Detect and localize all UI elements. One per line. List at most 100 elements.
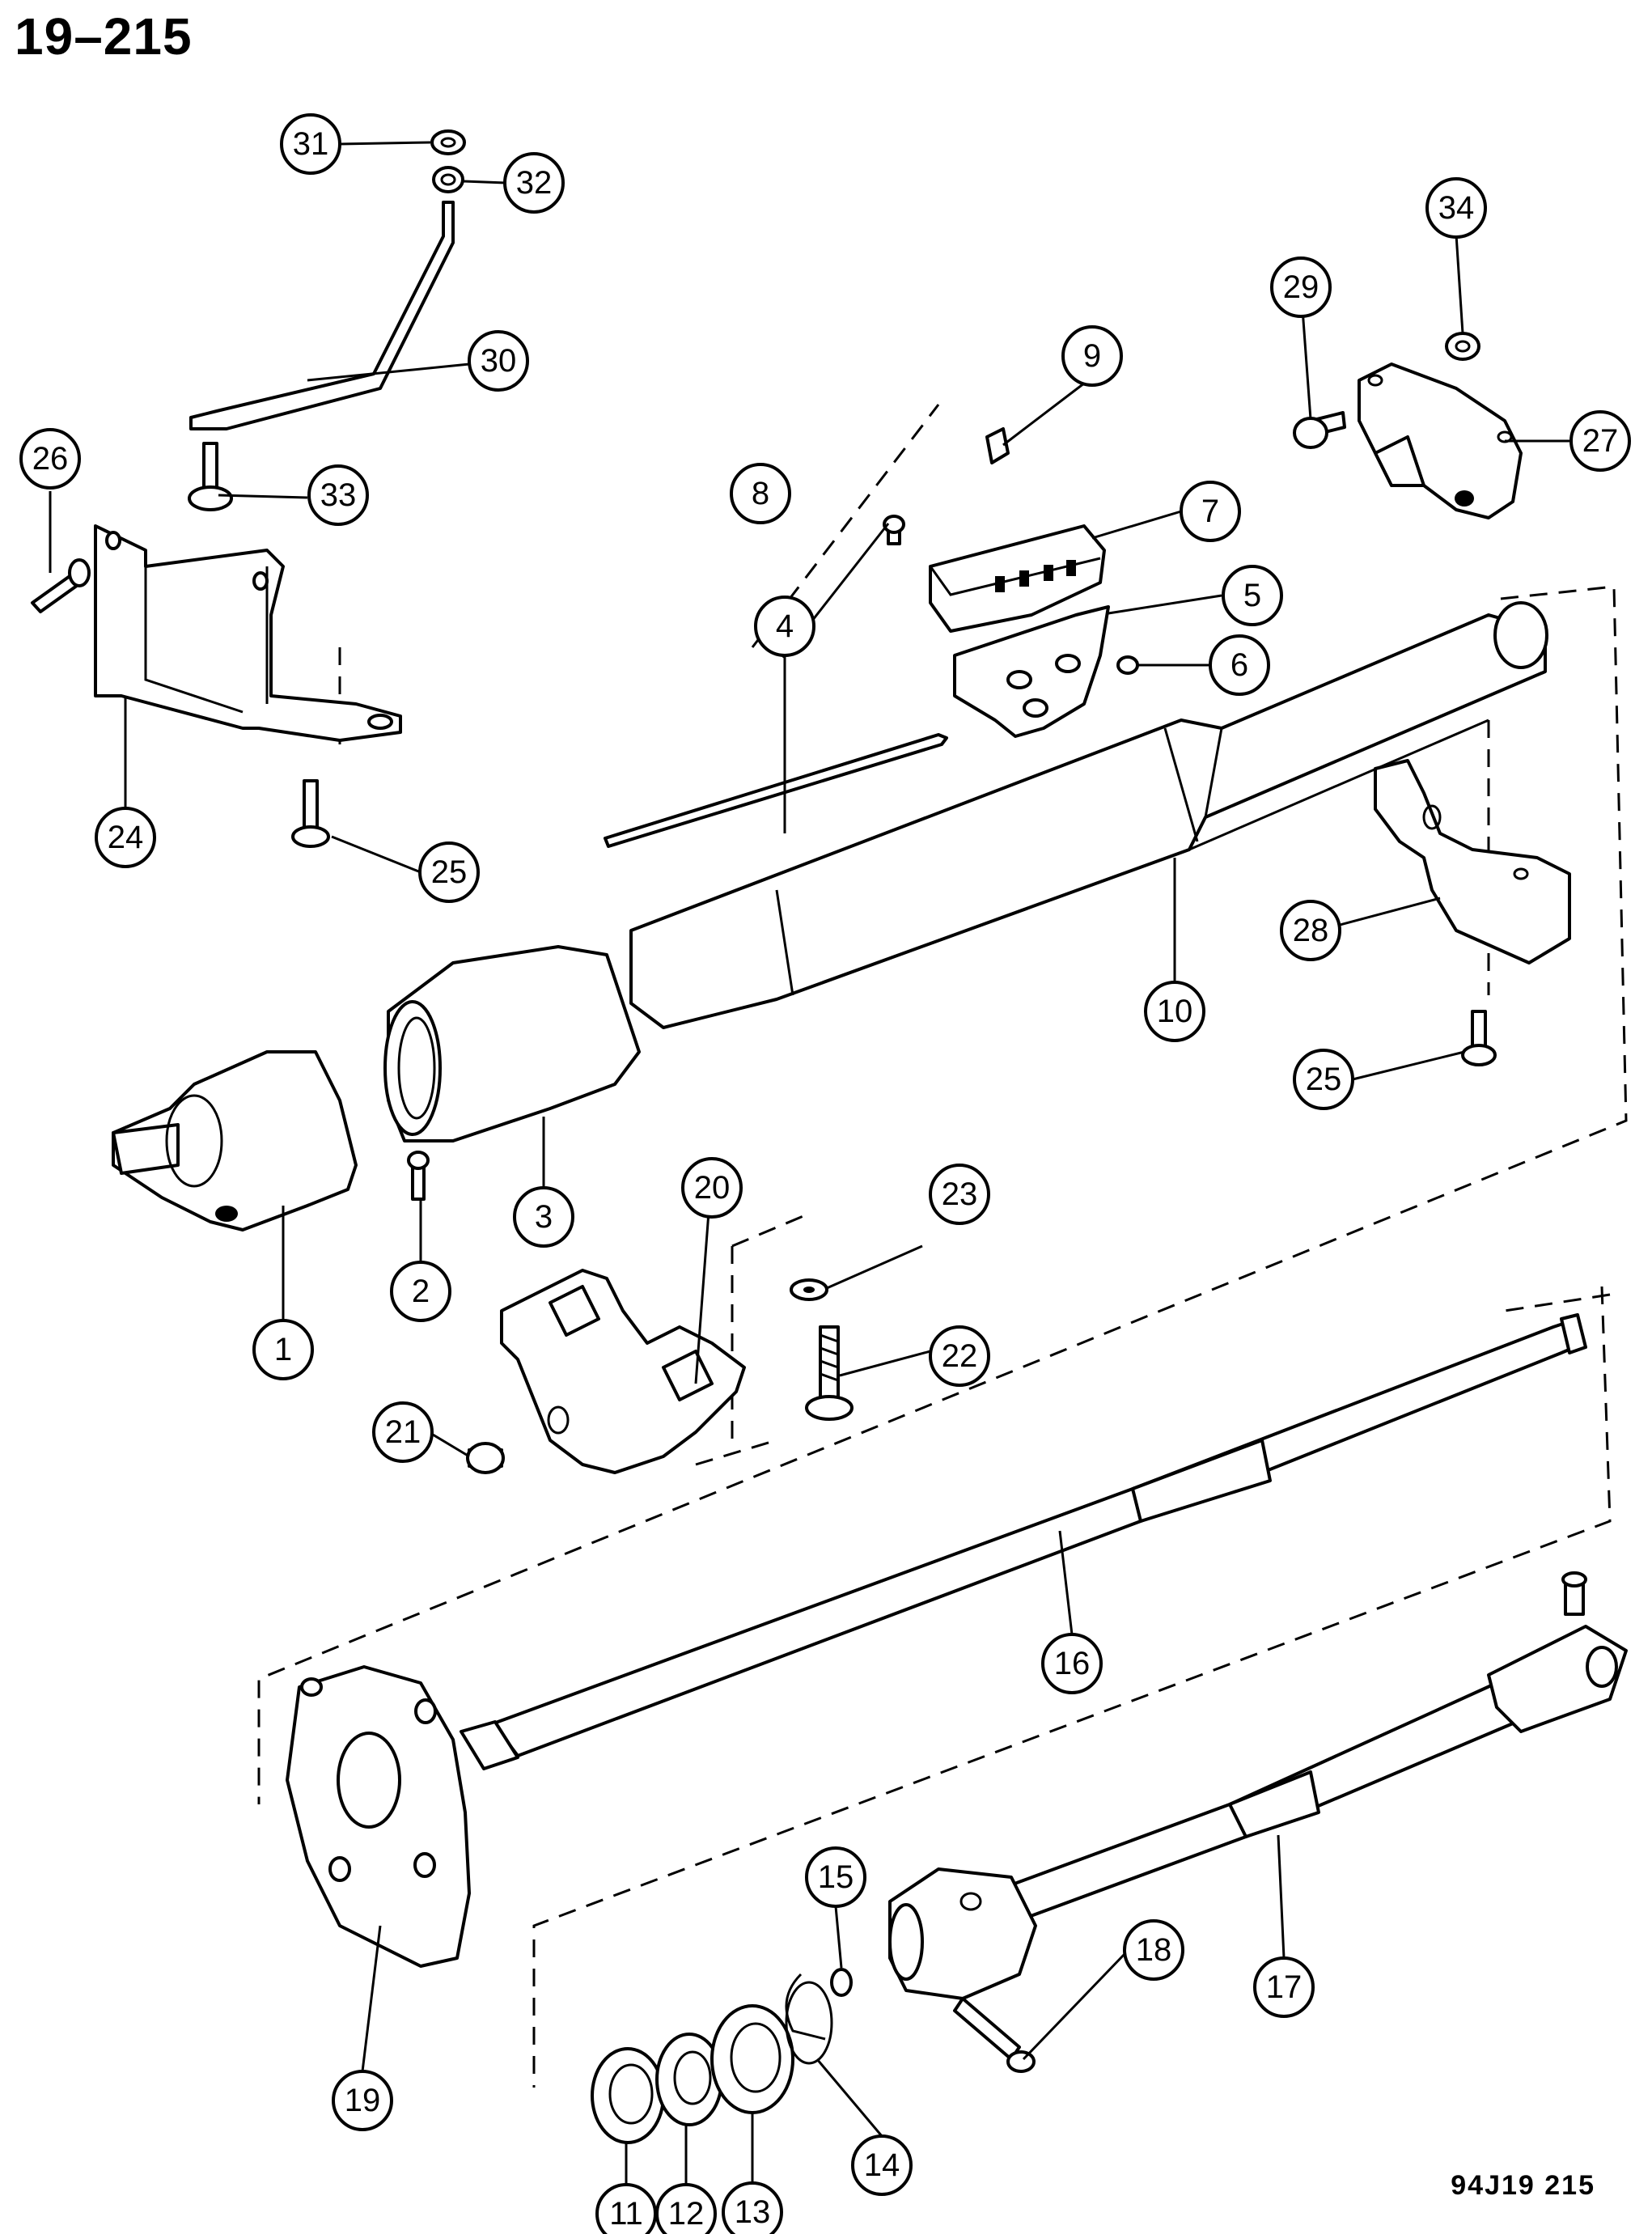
part-10-column-jacket [629,601,1548,1029]
callout-5: 5 [1222,565,1283,626]
callout-22: 22 [929,1325,990,1387]
part-24-bracket [94,524,402,742]
callout-25-left: 25 [418,841,480,903]
callout-34: 34 [1425,177,1487,239]
callout-29-label: 29 [1283,269,1319,305]
callout-20-label: 20 [694,1170,731,1206]
callout-8: 8 [730,463,791,524]
callout-28-label: 28 [1293,913,1329,948]
dashed-boundaries [257,404,1628,2088]
callout-26: 26 [19,428,81,490]
callout-19-label: 19 [345,2083,381,2118]
callout-29: 29 [1270,256,1332,318]
callout-25-right-label: 25 [1306,1062,1342,1097]
callout-21-label: 21 [385,1414,421,1450]
callout-20: 20 [681,1157,743,1219]
callout-1-label: 1 [274,1332,292,1367]
callout-9: 9 [1061,325,1123,387]
callout-23: 23 [929,1164,990,1225]
callout-34-label: 34 [1438,190,1475,226]
leader-lines [49,141,1569,2186]
callout-6: 6 [1209,634,1270,696]
callout-7-label: 7 [1201,494,1219,529]
part-19-plate [286,1665,471,1968]
callout-4: 4 [754,596,815,657]
callout-2: 2 [390,1261,451,1322]
callout-32-label: 32 [516,165,553,201]
callout-33-label: 33 [320,477,357,513]
part-6-nut [1116,655,1139,675]
callout-12-label: 12 [668,2196,705,2232]
callout-27-label: 27 [1582,423,1619,459]
callout-2-label: 2 [412,1274,430,1309]
callout-18: 18 [1123,1919,1184,1981]
callout-25-right: 25 [1293,1049,1354,1110]
part-4-rod [604,733,948,848]
callout-15: 15 [805,1846,866,1908]
callout-13-label: 13 [735,2194,771,2230]
callout-17-label: 17 [1266,1969,1303,2005]
part-31-nut [430,129,466,155]
callout-11: 11 [595,2183,657,2234]
callout-10: 10 [1144,981,1205,1042]
callout-21: 21 [372,1401,434,1463]
callout-9-label: 9 [1083,338,1101,374]
part-27-bracket [1358,362,1523,519]
part-18-bolt [953,1997,1036,2073]
page-number: 19–215 [15,7,193,66]
callout-14-label: 14 [864,2147,900,2183]
callout-4-label: 4 [776,608,794,644]
part-11-nut [591,2047,665,2144]
callout-5-label: 5 [1243,578,1261,613]
callout-30-label: 30 [481,343,517,379]
part-33-bolt [188,442,233,511]
part-7-switch [929,524,1106,633]
callout-31: 31 [280,113,341,175]
part-1-housing [112,1050,358,1231]
part-23-washer [790,1278,828,1301]
part-17-universal-joint [888,1867,1037,2000]
part-28-bracket [1374,759,1571,964]
callout-18-label: 18 [1136,1932,1172,1968]
part-9-clip [985,427,1010,464]
part-16-steering-shaft [460,1313,1587,1770]
callout-12: 12 [655,2183,717,2234]
callout-14: 14 [851,2134,913,2196]
part-25-bolt-right [1461,1010,1497,1066]
part-5-bracket [953,605,1110,738]
part-20-bracket [500,1269,746,1474]
callout-13: 13 [722,2181,783,2234]
callout-3: 3 [513,1186,574,1248]
callout-25-left-label: 25 [431,854,468,890]
callout-6-label: 6 [1231,647,1248,683]
callout-19: 19 [332,2070,393,2131]
callout-24-label: 24 [108,820,144,855]
callout-3-label: 3 [535,1199,553,1235]
callout-26-label: 26 [32,441,69,477]
part-29-bolt [1293,411,1346,449]
part-22-bolt [805,1325,854,1421]
part-3-shroud [383,945,641,1142]
callout-33: 33 [307,464,369,526]
callout-22-label: 22 [942,1338,978,1374]
part-26-bolt [31,558,91,613]
callout-10-label: 10 [1157,994,1193,1029]
callout-23-label: 23 [942,1176,978,1212]
callout-28: 28 [1280,900,1341,961]
part-34-nut [1445,332,1480,361]
part-25-bolt-left [291,779,330,848]
callout-31-label: 31 [293,126,329,162]
part-30-support-rod [189,201,455,430]
callout-30: 30 [468,330,529,392]
callout-24: 24 [95,807,156,868]
part-21-bolt [466,1442,505,1474]
part-8-screw [883,515,905,545]
callout-16: 16 [1041,1633,1103,1694]
part-17-intermediate-shaft [921,1571,1628,1952]
callout-15-label: 15 [818,1859,854,1895]
callout-17: 17 [1253,1956,1315,2018]
callout-32: 32 [503,152,565,214]
part-13-bearing [710,2004,794,2114]
callout-27: 27 [1569,410,1631,472]
